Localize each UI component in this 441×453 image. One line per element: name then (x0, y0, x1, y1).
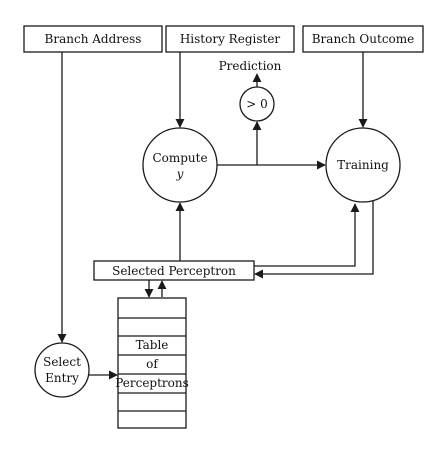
compute-y-node: Compute y (142, 127, 218, 203)
select-entry-label-line1: Select (43, 355, 81, 369)
selected-perceptron-node: Selected Perceptron (93, 260, 255, 281)
select-entry-node: Select Entry (34, 342, 90, 398)
threshold-node: > 0 (239, 86, 275, 122)
table-label-line1: Table (136, 338, 169, 352)
table-label-line3: Perceptrons (115, 376, 189, 390)
history-register-label: History Register (180, 32, 281, 46)
training-node: Training (325, 127, 401, 203)
edge-training-to-selected (254, 201, 374, 279)
compute-label: Compute (152, 151, 207, 165)
branch-outcome-label: Branch Outcome (312, 32, 415, 46)
threshold-label: > 0 (246, 97, 268, 111)
table-label-line2: of (146, 357, 159, 371)
select-entry-label-line2: Entry (45, 371, 79, 385)
branch-address-label: Branch Address (45, 32, 142, 46)
history-register-node: History Register (165, 25, 295, 53)
perceptron-table: Table of Perceptrons (115, 297, 189, 429)
branch-address-node: Branch Address (23, 25, 163, 53)
prediction-label: Prediction (219, 59, 282, 73)
compute-variable-label: y (176, 167, 184, 181)
branch-outcome-node: Branch Outcome (302, 25, 424, 53)
edge-selected-to-training (254, 203, 360, 267)
selected-perceptron-label: Selected Perceptron (112, 264, 236, 278)
training-label: Training (337, 158, 389, 172)
